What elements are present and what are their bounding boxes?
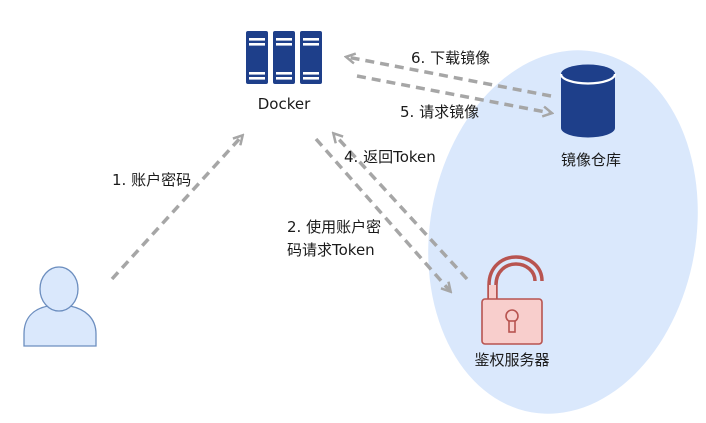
user-icon[interactable] xyxy=(23,266,97,347)
server-icon[interactable] xyxy=(246,31,322,84)
edge-step4-label: 4. 返回Token xyxy=(344,148,436,166)
unlocked-padlock-icon[interactable] xyxy=(481,255,544,345)
auth-label: 鉴权服务器 xyxy=(474,351,550,369)
edge-step1-arrow xyxy=(110,136,242,281)
edge-step2-arrow xyxy=(314,137,450,291)
database-icon[interactable] xyxy=(559,64,617,138)
edge-step2-label-line2: 码请求Token xyxy=(287,241,375,259)
edge-step5-arrow xyxy=(356,74,551,113)
edge-step6-label: 6. 下载镜像 xyxy=(411,49,491,67)
edge-step1-label: 1. 账户密码 xyxy=(112,171,192,189)
edge-step6-arrow xyxy=(347,57,552,98)
edge-step5-label: 5. 请求镜像 xyxy=(400,103,480,121)
registry-label: 镜像仓库 xyxy=(560,151,621,169)
edge-step2-label-line1: 2. 使用账户密 xyxy=(287,218,382,236)
edge-step4-arrow xyxy=(334,134,469,281)
docker-label: Docker xyxy=(257,95,311,113)
